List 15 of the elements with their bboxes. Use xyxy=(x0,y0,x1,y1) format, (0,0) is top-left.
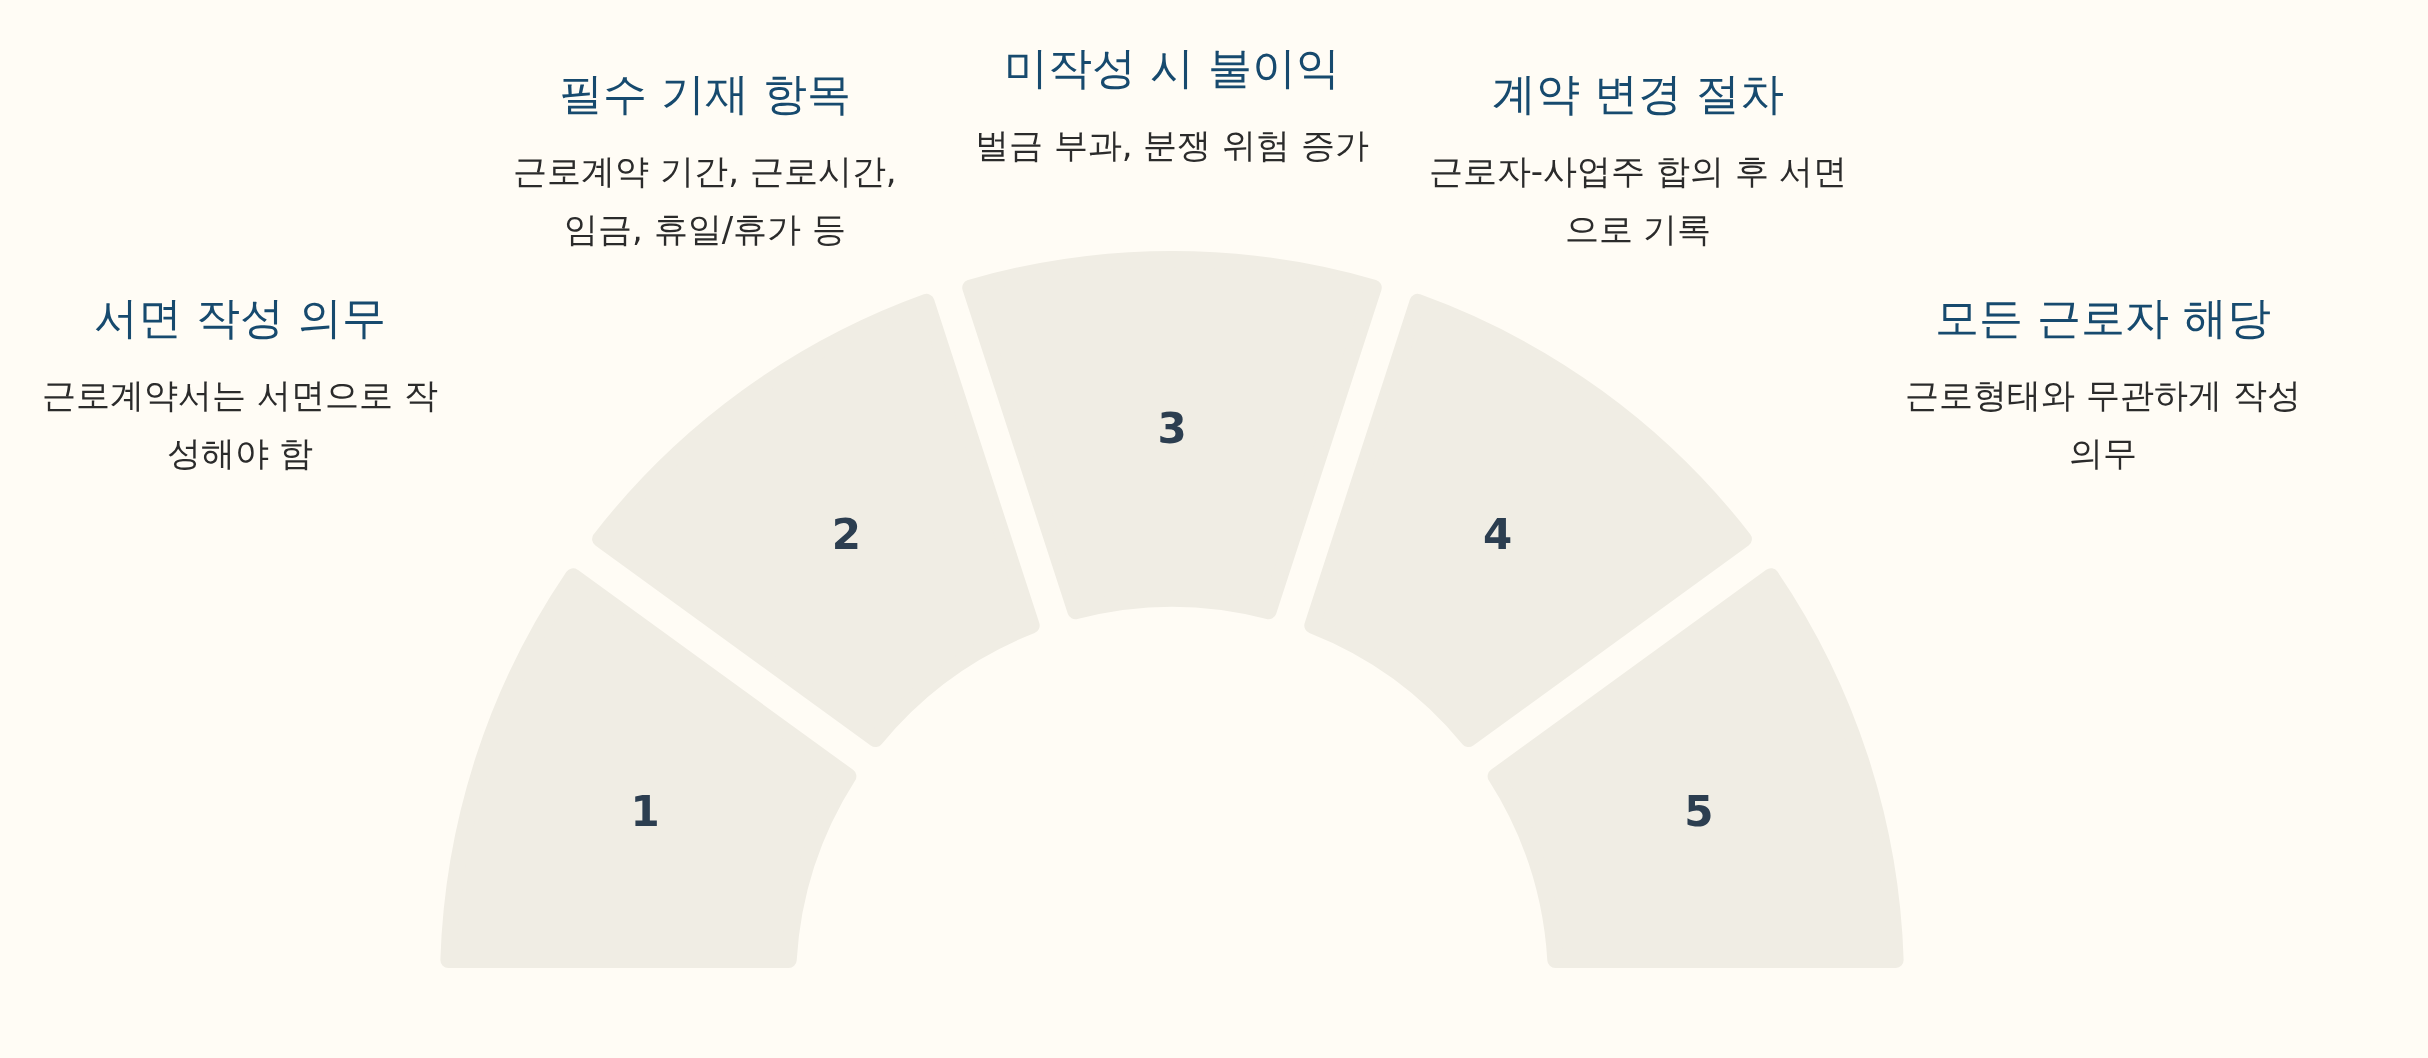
ring-segment: 4 xyxy=(1304,293,1752,748)
ring-segment: 3 xyxy=(962,252,1382,620)
segment-heading: 미작성 시 불이익 xyxy=(1003,41,1341,95)
segment-description: 근로형태와 무관하게 작성 의무 xyxy=(1904,374,2302,475)
segment-heading: 모든 근로자 해당 xyxy=(1934,291,2272,345)
ring-segment: 5 xyxy=(1487,568,1904,968)
segment-description: 근로자-사업주 합의 후 서면으로 기록 xyxy=(1428,150,1848,251)
segment-heading: 필수 기재 항목 xyxy=(558,67,852,121)
segment-description: 벌금 부과, 분쟁 위험 증가 xyxy=(973,124,1370,167)
ring-segment: 1 xyxy=(440,568,857,968)
segment-heading: 서면 작성 의무 xyxy=(93,291,387,345)
segment-description: 근로계약서는 서면으로 작성해야 함 xyxy=(41,374,439,475)
ring-segment: 2 xyxy=(592,293,1040,748)
segment-description: 근로계약 기간, 근로시간, 임금, 휴일/휴가 등 xyxy=(512,150,898,251)
segment-heading: 계약 변경 절차 xyxy=(1491,67,1785,121)
